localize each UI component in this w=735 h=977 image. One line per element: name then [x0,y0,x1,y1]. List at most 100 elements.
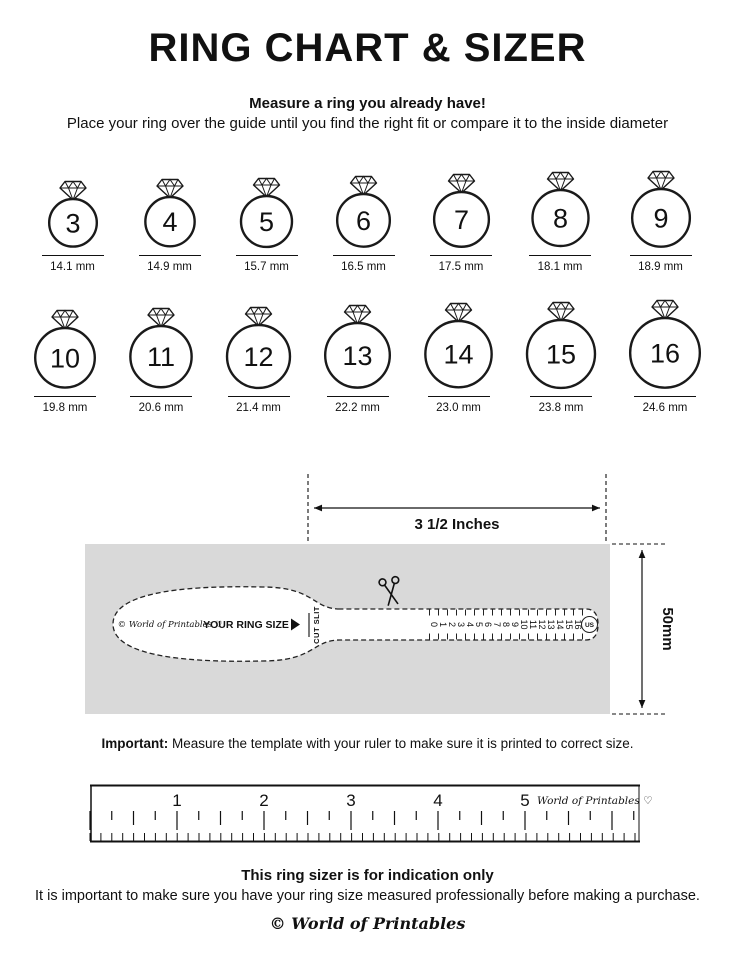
svg-text:5: 5 [520,791,529,810]
ring-size-number: 14 [443,340,473,370]
ring-underline [326,396,389,397]
ring-underline [427,396,490,397]
ring-diameter-label: 20.6 mm [138,402,184,414]
ring-icon: 8 [530,171,590,248]
ring-diameter-label: 17.5 mm [438,261,484,273]
ring-diameter-label: 23.0 mm [436,402,481,414]
sizer-outline [112,586,599,662]
ring-size-number: 10 [50,343,80,373]
diamond-icon [547,301,575,322]
ring-size-number: 12 [243,342,273,372]
svg-text:10: 10 [519,619,529,629]
svg-text:11: 11 [528,620,538,629]
ring-diameter-label: 14.1 mm [50,261,95,273]
ring-icon: 4 [143,178,196,248]
svg-text:7: 7 [492,622,502,627]
ring-size-number: 7 [453,205,468,235]
ring-size-number: 5 [259,207,274,237]
ring-size-item: 9 18.9 mm [628,170,694,273]
ring-diameter-label: 22.2 mm [335,402,380,414]
intro-block: Measure a ring you already have! Place y… [0,95,735,132]
important-text: Measure the template with your ruler to … [168,736,634,751]
cut-slit-label: CUT SLIT [312,606,321,644]
page-title: RING CHART & SIZER [148,26,587,70]
svg-text:4: 4 [433,791,442,810]
ring-underline [34,396,96,397]
ring-size-item: 10 19.8 mm [31,309,99,414]
svg-text:13: 13 [546,619,556,629]
ring-size-item: 7 17.5 mm [430,173,493,273]
ring-size-number: 6 [356,206,371,236]
ring-size-number: 15 [546,339,576,369]
ring-underline [138,255,201,256]
ring-size-number: 11 [147,342,175,372]
ring-chart-row-2: 10 19.8 mm 11 20.6 mm 12 21.4 mm 13 22.2 mm 14 23… [31,299,704,414]
ring-underline [530,396,592,397]
height-dimension-label: 50mm [659,607,676,650]
diamond-icon [343,304,372,325]
important-note: Important: Measure the template with you… [0,736,735,751]
ring-size-number: 9 [653,203,668,233]
svg-text:6: 6 [483,622,493,627]
ring-icon: 13 [323,304,392,389]
diamond-icon [58,180,87,201]
us-circle [581,616,598,633]
ring-size-number: 3 [65,208,80,238]
svg-text:4: 4 [465,622,475,627]
footer: This ring sizer is for indication only I… [0,867,735,904]
ring-underline [130,396,192,397]
ring-size-number: 8 [552,204,567,234]
ring-icon: 12 [225,306,292,390]
footer-subtext: It is important to make sure you have yo… [35,888,700,904]
ring-diameter-label: 15.7 mm [244,261,289,273]
diamond-icon [252,177,281,198]
svg-text:14: 14 [555,619,565,629]
ring-diameter-label: 21.4 mm [236,402,281,414]
ring-icon: 9 [630,170,691,248]
ring-underline [529,255,591,256]
intro-subtext: Place your ring over the guide until you… [66,115,669,132]
ring-icon: 16 [628,299,702,389]
svg-text:1: 1 [438,622,448,627]
diamond-icon [349,175,378,196]
width-dimension [307,474,607,542]
diamond-icon [651,299,679,320]
ruler-brand: World of Printables ♡ [537,795,653,807]
pointer-icon [291,618,300,631]
ring-diameter-label: 16.5 mm [341,261,386,273]
important-label: Important: [101,736,169,751]
ring-icon: 6 [335,175,392,248]
printable-page: RING CHART & SIZER Measure a ring you al… [0,26,735,977]
diamond-icon [444,302,473,323]
svg-text:0: 0 [429,622,439,627]
diamond-icon [646,170,675,191]
ring-underline [634,396,696,397]
ring-underline [629,255,692,256]
ring-size-item: 14 23.0 mm [421,302,496,414]
svg-text:3: 3 [346,791,355,810]
us-label: US [585,622,595,629]
diamond-icon [244,306,273,327]
diamond-icon [447,173,475,194]
diamond-icon [51,309,79,330]
sizer-template-graphic: 3 1/2 Inches 50mm © World of Printables … [85,474,676,715]
ring-underline [332,255,395,256]
svg-text:12: 12 [537,619,547,629]
ring-underline [235,255,298,256]
intro-headline: Measure a ring you already have! [249,95,486,112]
svg-text:1: 1 [172,791,181,810]
ring-size-item: 13 22.2 mm [321,304,394,414]
ring-size-item: 6 16.5 mm [332,175,395,273]
ring-diameter-label: 18.9 mm [638,261,683,273]
your-ring-size-label: YOUR RING SIZE [203,619,289,631]
sizer-brand: © World of Printables ♡ [118,620,223,630]
ring-diameter-label: 19.8 mm [42,402,88,414]
ring-icon: 3 [47,180,98,248]
ring-icon: 15 [525,301,597,390]
